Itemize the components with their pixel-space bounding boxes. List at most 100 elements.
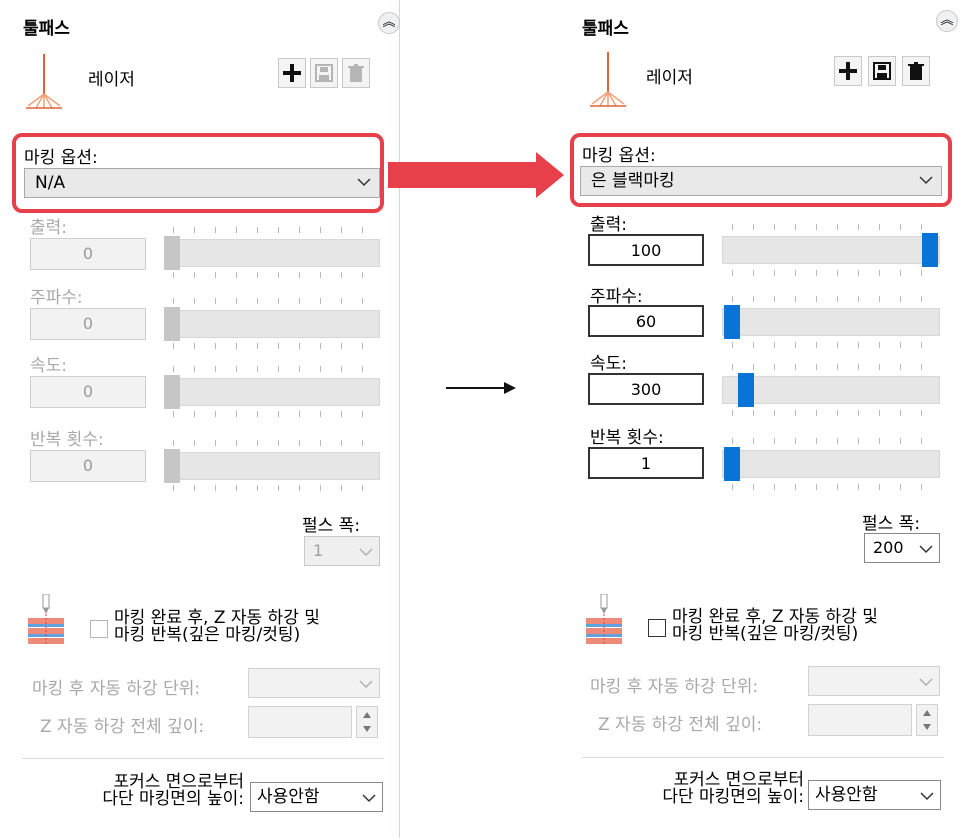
save-button[interactable] <box>310 58 338 88</box>
speed-slider-thumb[interactable] <box>164 375 180 409</box>
marking-option-label: 마킹 옵션: <box>582 146 656 166</box>
frequency-input[interactable]: 60 <box>588 305 704 337</box>
frequency-slider[interactable] <box>722 308 940 336</box>
chevron-down-icon <box>359 548 373 557</box>
auto-descend-checkbox[interactable] <box>648 619 666 637</box>
plus-icon <box>839 62 857 80</box>
descend-unit-label: 마킹 후 자동 하강 단위: <box>32 679 201 699</box>
marking-option-highlight <box>12 133 384 213</box>
speed-ticks-bottom <box>173 411 381 417</box>
add-button[interactable] <box>278 58 306 88</box>
frequency-slider[interactable] <box>164 310 380 338</box>
marking-option-select[interactable]: 은 블랙마킹 <box>580 166 942 196</box>
add-button[interactable] <box>834 56 862 86</box>
power-slider-thumb[interactable] <box>164 236 180 270</box>
speed-label: 속도: <box>590 354 628 374</box>
focus-height-select[interactable]: 사용안함 <box>808 780 941 810</box>
auto-descend-label: 마킹 완료 후, Z 자동 하강 및 마킹 반복(깊은 마킹/컷팅) <box>672 609 878 643</box>
focus-height-label: 포커스 면으로부터 다단 마킹면의 높이: <box>48 774 244 808</box>
layer-stack-icon <box>584 593 624 652</box>
power-label: 출력: <box>590 215 628 235</box>
frequency-slider-thumb[interactable] <box>724 305 740 339</box>
descend-unit-select[interactable] <box>808 666 940 696</box>
repeat-slider-thumb[interactable] <box>724 447 740 481</box>
power-ticks <box>732 224 940 230</box>
save-icon <box>873 62 891 80</box>
save-icon <box>315 64 333 82</box>
power-ticks-bottom <box>173 272 381 278</box>
auto-descend-label: 마킹 완료 후, Z 자동 하강 및 마킹 반복(깊은 마킹/컷팅) <box>114 610 320 644</box>
marking-option-value: N/A <box>35 173 66 193</box>
divider <box>22 758 384 759</box>
delete-button[interactable] <box>902 56 930 86</box>
repeat-slider-thumb[interactable] <box>164 449 180 483</box>
descend-total-spinner[interactable] <box>916 704 938 736</box>
speed-input[interactable]: 300 <box>588 373 704 405</box>
power-slider[interactable] <box>164 239 380 267</box>
laser-beam-icon <box>22 52 66 114</box>
frequency-ticks-bottom <box>732 342 940 348</box>
repeat-slider[interactable] <box>722 450 940 478</box>
descend-total-spinner[interactable] <box>356 706 378 738</box>
chevron-down-icon <box>919 176 933 185</box>
focus-height-label-line2: 다단 마킹면의 높이: <box>662 787 804 807</box>
power-slider-thumb[interactable] <box>922 233 938 267</box>
marking-option-label: 마킹 옵션: <box>24 148 98 168</box>
frequency-label: 주파수: <box>590 287 643 307</box>
repeat-ticks-bottom <box>732 484 940 490</box>
repeat-ticks <box>732 438 940 444</box>
pulse-width-select[interactable]: 1 <box>304 536 380 566</box>
tool-name: 레이저 <box>646 68 693 88</box>
save-button[interactable] <box>868 56 896 86</box>
auto-descend-label-line1: 마킹 완료 후, Z 자동 하강 및 <box>114 608 320 628</box>
power-slider[interactable] <box>722 236 940 264</box>
speed-slider[interactable] <box>722 376 940 404</box>
delete-button[interactable] <box>342 58 370 88</box>
frequency-label: 주파수: <box>30 288 83 308</box>
speed-slider[interactable] <box>164 378 380 406</box>
transition-arrow-icon <box>446 382 516 394</box>
toolpath-panel-before: 툴패스 ︽ 레이저 마킹 옵션: N/A 출력: 0 주파수: 0 <box>8 0 400 838</box>
trash-icon <box>908 62 924 80</box>
descend-total-label: Z 자동 하강 전체 깊이: <box>40 717 205 737</box>
frequency-ticks <box>173 298 381 304</box>
focus-height-value: 사용안함 <box>815 785 878 805</box>
descend-total-input[interactable] <box>808 704 912 736</box>
pulse-width-label: 펄스 폭: <box>862 514 921 534</box>
panel-title: 툴패스 <box>582 19 629 39</box>
descend-total-input[interactable] <box>248 706 352 738</box>
power-input[interactable]: 100 <box>588 234 704 266</box>
spinner-arrows-icon <box>923 710 931 730</box>
speed-input[interactable]: 0 <box>30 376 146 408</box>
spinner-arrows-icon <box>363 712 371 732</box>
chevron-down-icon <box>359 680 373 689</box>
repeat-input[interactable]: 0 <box>30 450 146 482</box>
chevron-down-icon <box>919 545 933 554</box>
speed-ticks <box>173 366 381 372</box>
marking-option-select[interactable]: N/A <box>24 168 380 198</box>
speed-ticks-bottom <box>732 410 940 416</box>
frequency-slider-thumb[interactable] <box>164 307 180 341</box>
frequency-input[interactable]: 0 <box>30 308 146 340</box>
repeat-slider[interactable] <box>164 452 380 480</box>
marking-option-highlight <box>570 133 952 207</box>
tool-name: 레이저 <box>88 70 135 90</box>
pulse-width-select[interactable]: 200 <box>864 533 940 563</box>
speed-slider-thumb[interactable] <box>738 373 754 407</box>
divider <box>582 757 944 758</box>
descend-unit-select[interactable] <box>248 668 380 698</box>
auto-descend-checkbox[interactable] <box>90 620 108 638</box>
power-input[interactable]: 0 <box>30 238 146 270</box>
focus-height-select[interactable]: 사용안함 <box>250 782 383 812</box>
trash-icon <box>348 64 364 82</box>
repeat-input[interactable]: 1 <box>588 447 704 479</box>
power-label: 출력: <box>30 218 68 238</box>
auto-descend-label-line1: 마킹 완료 후, Z 자동 하강 및 <box>672 607 878 627</box>
pulse-width-value: 200 <box>873 538 904 557</box>
speed-ticks <box>732 364 940 370</box>
auto-descend-label-line2: 마킹 반복(깊은 마킹/컷팅) <box>672 624 859 644</box>
focus-height-label: 포커스 면으로부터 다단 마킹면의 높이: <box>606 772 804 806</box>
collapse-icon[interactable]: ︽ <box>378 12 400 34</box>
panel-title: 툴패스 <box>23 19 70 39</box>
collapse-icon[interactable]: ︽ <box>936 10 958 32</box>
